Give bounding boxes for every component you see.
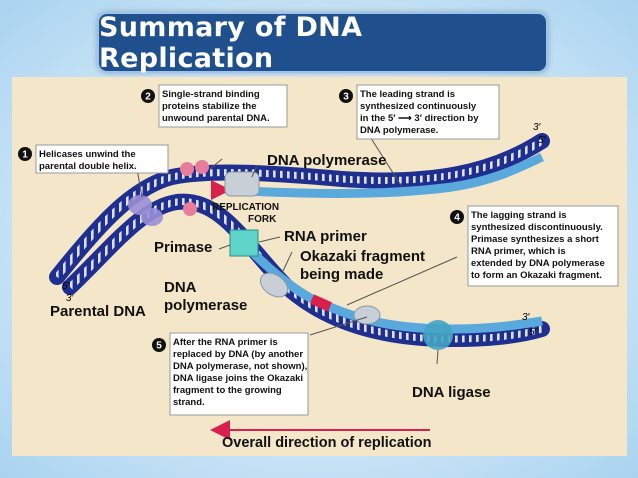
end-label-right-bottom-b: 5′	[529, 327, 538, 338]
rna-primer-segment	[309, 294, 333, 312]
label-replication: REPLICATION	[212, 202, 279, 213]
page-title: Summary of DNA Replication	[99, 11, 363, 74]
diagram-svg: 5′ 3′ 3′ 5′ 3′ 5′ DNA polymerase REPLICA…	[12, 77, 627, 456]
step-3-note: 3 The leading strand is synthesized cont…	[339, 84, 500, 140]
step-1-text: Helicases unwind the parental double hel…	[39, 149, 138, 172]
end-label-right-top-b: 5′	[538, 135, 547, 146]
step-5-line-3: DNA polymerase, not shown),	[173, 361, 307, 372]
step-1-marker	[18, 147, 32, 161]
step-4-line-1: The lagging strand is	[471, 210, 567, 221]
title-banner: Summary of DNA Replication	[97, 11, 548, 74]
step-1-number: 1	[22, 150, 28, 161]
step-4-marker	[450, 210, 464, 224]
label-fork: FORK	[248, 214, 277, 225]
step-4-text: The lagging strand is synthesized discon…	[471, 210, 607, 281]
step-4-line-4: RNA primer, which is	[471, 246, 566, 257]
step-3-line-4: DNA polymerase.	[360, 125, 438, 136]
label-primase: Primase	[154, 239, 212, 256]
end-label-left-top: 5′	[62, 281, 71, 292]
step-2-number: 2	[145, 92, 151, 103]
step-2-line-3: unwound parental DNA.	[162, 113, 270, 124]
step-2-marker	[141, 89, 155, 103]
label-parental-dna: Parental DNA	[50, 303, 146, 320]
step-4-line-3: Primase synthesizes a short	[471, 234, 600, 245]
step-5-line-2: replaced by DNA (by another	[173, 349, 303, 360]
overall-direction-label: Overall direction of replication	[222, 435, 432, 451]
label-okazaki-1: Okazaki fragment	[300, 248, 425, 265]
dna-polymerase-lagging-shape	[259, 272, 289, 298]
step-3-line-2: synthesized continuously	[360, 101, 477, 112]
step-1-note: 1 Helicases unwind the parental double h…	[18, 144, 169, 174]
step-3-marker	[339, 89, 353, 103]
step-5-text: After the RNA primer is replaced by DNA …	[173, 337, 310, 408]
lagging-new-strand	[451, 316, 543, 334]
leading-new-strand	[226, 152, 544, 198]
leader-lines	[136, 131, 458, 365]
step-5-line-1: After the RNA primer is	[173, 337, 278, 348]
step-4-number: 4	[454, 213, 460, 224]
dna-ligase-shape	[423, 320, 453, 350]
step-5-line-4: DNA ligase joins the Okazaki	[173, 373, 303, 384]
label-okazaki-2: being made	[300, 266, 383, 283]
step-5-line-5: fragment to the growing	[173, 385, 282, 396]
helicase	[128, 195, 163, 226]
step-5-number: 5	[156, 341, 162, 352]
step-3-box	[356, 84, 500, 140]
label-rna-primer: RNA primer	[284, 228, 367, 245]
step-5-marker	[152, 338, 166, 352]
step-4-box	[467, 205, 619, 287]
label-dna-ligase: DNA ligase	[412, 384, 491, 401]
step-5-note: 5 After the RNA primer is replaced by DN…	[152, 332, 310, 416]
dna-polymerase-leading-shape	[224, 171, 260, 197]
step-3-text: The leading strand is synthesized contin…	[360, 89, 481, 136]
label-dna-polymerase-top: DNA polymerase	[267, 152, 387, 169]
primase-shape	[229, 229, 259, 257]
end-label-left-bottom: 3′	[66, 293, 75, 304]
step-2-line-1: Single-strand binding	[162, 89, 260, 100]
step-1-line-1: Helicases unwind the	[39, 149, 136, 160]
step-5-line-6: strand.	[173, 397, 205, 408]
label-dna-polymerase-low-1: DNA	[164, 279, 197, 296]
overall-direction: Overall direction of replication	[210, 420, 432, 451]
step-4-line-5: extended by DNA polymerase	[471, 258, 605, 269]
step-4-line-6: to form an Okazaki fragment.	[471, 270, 602, 281]
label-dna-polymerase-low-2: polymerase	[164, 297, 247, 314]
step-1-box	[35, 144, 169, 174]
dna-replication-figure: 5′ 3′ 3′ 5′ 3′ 5′ DNA polymerase REPLICA…	[12, 77, 627, 456]
step-3-number: 3	[343, 92, 349, 103]
single-strand-binding-proteins	[180, 160, 209, 216]
step-2-line-2: proteins stabilize the	[162, 101, 257, 112]
step-4-line-2: synthesized discontinuously.	[471, 222, 603, 233]
step-3-line-1: The leading strand is	[360, 89, 455, 100]
step-2-box	[158, 84, 288, 128]
okazaki-polymerase-shape	[353, 305, 381, 325]
step-1-line-2: parental double helix.	[39, 161, 137, 172]
step-5-box	[169, 332, 309, 416]
step-2-text: Single-strand binding proteins stabilize…	[162, 89, 270, 124]
end-label-right-bottom-a: 3′	[522, 312, 531, 323]
step-4-note: 4 The lagging strand is synthesized disc…	[450, 205, 619, 287]
end-label-right-top-a: 3′	[533, 122, 542, 133]
leading-template-rungs	[54, 138, 544, 280]
step-3-line-3: in the 5′ ⟶ 3′ direction by	[360, 113, 479, 124]
step-2-note: 2 Single-strand binding proteins stabili…	[141, 84, 288, 128]
